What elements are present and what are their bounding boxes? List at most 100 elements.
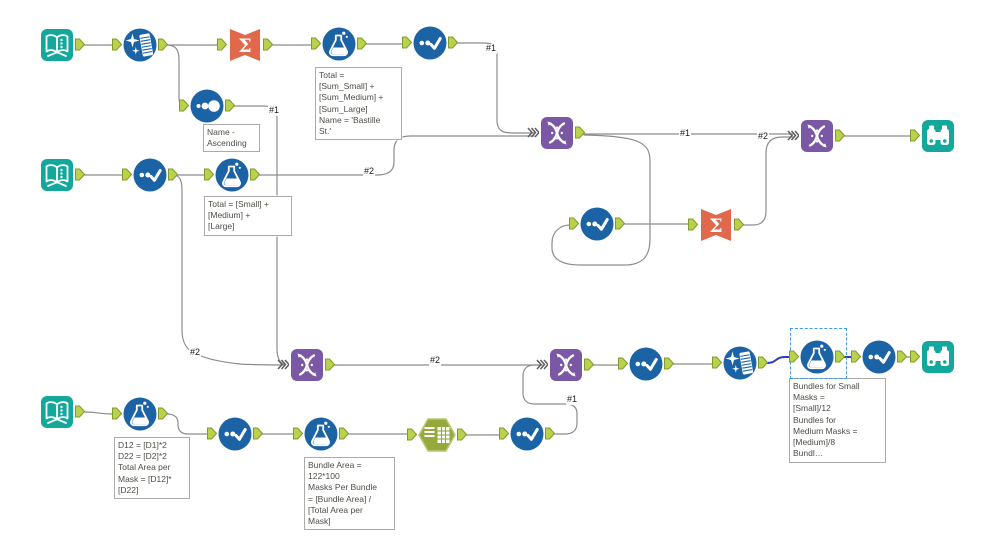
output-anchor[interactable]: [75, 38, 86, 51]
select-tool[interactable]: [207, 416, 264, 452]
annotation-formula-total-sum[interactable]: Total = [Sum_Small] + [Sum_Medium] + [Su…: [315, 67, 402, 141]
multi-input-anchor[interactable]: [787, 129, 801, 142]
selected-wire[interactable]: [766, 356, 791, 364]
input-anchor[interactable]: [910, 129, 921, 142]
union-tool[interactable]: [527, 115, 586, 151]
select-tool[interactable]: [499, 416, 556, 452]
output-anchor[interactable]: [897, 350, 908, 363]
output-anchor[interactable]: [545, 427, 556, 440]
output-anchor[interactable]: [158, 407, 169, 420]
input-anchor[interactable]: [293, 427, 304, 440]
data-cleansing-tool[interactable]: [712, 345, 769, 381]
summarize-tool[interactable]: Σ: [217, 27, 274, 63]
output-anchor[interactable]: [253, 427, 264, 440]
input-anchor[interactable]: [217, 38, 228, 51]
annotation-formula-area[interactable]: D12 = [D1]*2 D22 = [D2]*2 Total Area per…: [114, 437, 190, 500]
browse-tool[interactable]: [910, 118, 956, 154]
input-anchor[interactable]: [789, 350, 800, 363]
multi-input-anchor[interactable]: [527, 126, 541, 139]
multi-input-anchor[interactable]: [277, 358, 291, 371]
annotation-formula-bundles-masks[interactable]: Bundles for Small Masks = [Small]/12 Bun…: [789, 378, 886, 463]
input-anchor[interactable]: [851, 350, 862, 363]
input-anchor[interactable]: [569, 217, 580, 230]
output-anchor[interactable]: [357, 37, 368, 50]
select-tool[interactable]: [122, 157, 179, 193]
select-tool[interactable]: [402, 25, 459, 61]
output-anchor[interactable]: [263, 38, 274, 51]
output-anchor[interactable]: [75, 168, 86, 181]
output-anchor[interactable]: [584, 358, 595, 371]
input-data-tool[interactable]: [39, 394, 86, 430]
output-anchor[interactable]: [158, 38, 169, 51]
input-anchor[interactable]: [407, 428, 418, 441]
crosstab-tool[interactable]: [407, 417, 468, 453]
output-anchor[interactable]: [734, 218, 745, 231]
output-anchor[interactable]: [339, 427, 350, 440]
connection-label: #2: [189, 347, 202, 358]
input-anchor[interactable]: [112, 407, 123, 420]
wire[interactable]: [166, 413, 209, 435]
union-tool[interactable]: [277, 347, 336, 383]
input-anchor[interactable]: [207, 427, 218, 440]
select-tool[interactable]: [851, 339, 908, 375]
input-anchor[interactable]: [712, 356, 723, 369]
select-tool[interactable]: [569, 206, 626, 242]
formula-tool[interactable]: [204, 157, 261, 193]
input-anchor[interactable]: [122, 168, 133, 181]
connection-label: #1: [268, 105, 281, 116]
multi-input-anchor[interactable]: [536, 358, 550, 371]
wire[interactable]: [742, 136, 794, 226]
connection-label: #2: [429, 355, 442, 366]
wire[interactable]: [258, 135, 535, 176]
output-anchor[interactable]: [575, 126, 586, 139]
input-data-tool[interactable]: [39, 27, 86, 63]
annotation-sort[interactable]: Name - Ascending: [203, 124, 260, 153]
svg-text:Σ: Σ: [709, 215, 722, 237]
output-anchor[interactable]: [75, 405, 86, 418]
formula-tool[interactable]: [311, 26, 368, 62]
output-anchor[interactable]: [325, 358, 336, 371]
output-anchor[interactable]: [225, 99, 236, 112]
sort-tool[interactable]: [179, 88, 236, 124]
input-anchor[interactable]: [204, 168, 215, 181]
input-anchor[interactable]: [311, 37, 322, 50]
output-anchor[interactable]: [835, 350, 846, 363]
input-anchor[interactable]: [179, 99, 190, 112]
wire[interactable]: [166, 44, 182, 106]
browse-tool[interactable]: [910, 339, 956, 375]
summarize-tool[interactable]: Σ: [688, 207, 745, 243]
output-anchor[interactable]: [457, 428, 468, 441]
output-anchor[interactable]: [168, 168, 179, 181]
wire[interactable]: [522, 364, 578, 435]
input-anchor[interactable]: [688, 218, 699, 231]
input-anchor[interactable]: [402, 36, 413, 49]
output-anchor[interactable]: [615, 217, 626, 230]
formula-tool-selected[interactable]: [789, 339, 846, 375]
select-tool[interactable]: [618, 346, 675, 382]
wire[interactable]: [456, 42, 535, 134]
output-anchor[interactable]: [758, 356, 769, 369]
connection-label: #1: [679, 128, 692, 139]
input-data-tool[interactable]: [39, 157, 86, 193]
data-cleansing-tool[interactable]: [112, 27, 169, 63]
wire[interactable]: [83, 411, 113, 415]
input-anchor[interactable]: [910, 350, 921, 363]
input-anchor[interactable]: [618, 357, 629, 370]
output-anchor[interactable]: [250, 168, 261, 181]
formula-tool[interactable]: [112, 396, 169, 432]
input-anchor[interactable]: [112, 38, 123, 51]
output-anchor[interactable]: [448, 36, 459, 49]
output-anchor[interactable]: [835, 129, 846, 142]
union-tool[interactable]: [787, 118, 846, 154]
formula-tool[interactable]: [293, 416, 350, 452]
connection-label: #2: [757, 131, 770, 142]
input-anchor[interactable]: [499, 427, 510, 440]
annotation-formula-total[interactable]: Total = [Small] + [Medium] + [Large]: [204, 196, 292, 236]
union-tool[interactable]: [536, 347, 595, 383]
connection-label: #2: [363, 166, 376, 177]
annotation-formula-bundle[interactable]: Bundle Area = 122*100 Masks Per Bundle =…: [304, 457, 395, 531]
wire[interactable]: [551, 134, 651, 266]
output-anchor[interactable]: [664, 357, 675, 370]
